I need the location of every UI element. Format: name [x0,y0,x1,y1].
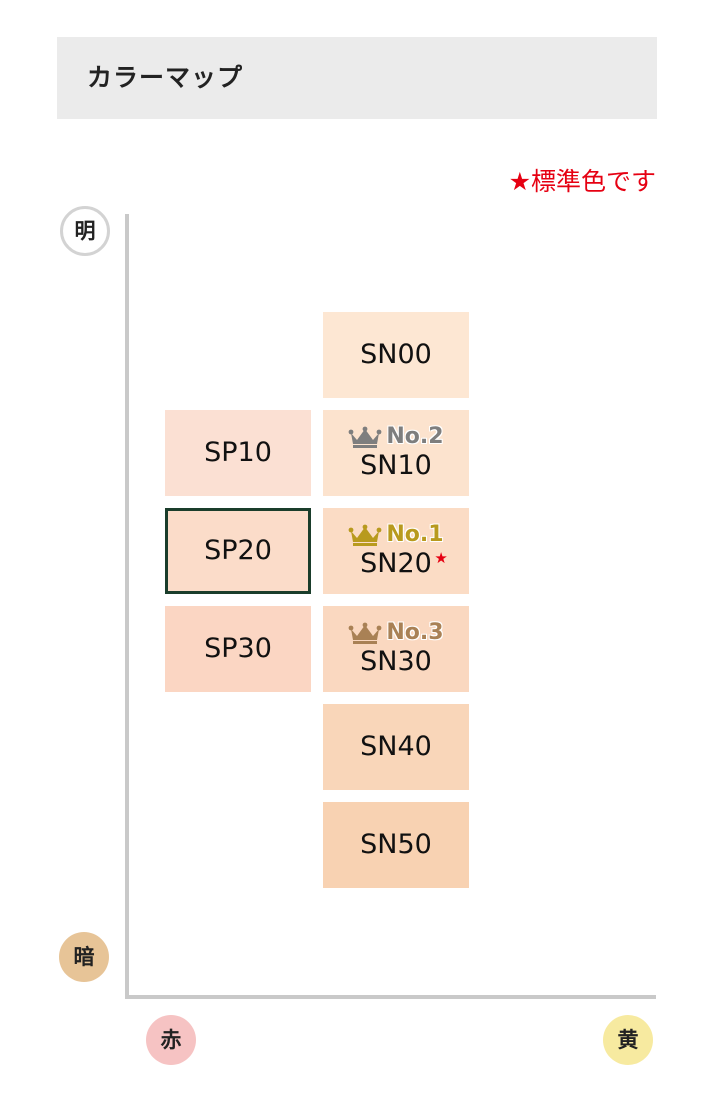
crown-icon [348,622,382,644]
brightness-axis [125,214,129,999]
swatch-sp20[interactable]: SP20 [165,508,311,594]
swatch-code-text: SN20 [360,548,432,579]
swatch-sn00[interactable]: SN00 [323,312,469,398]
axis-label-red: 赤 [146,1015,196,1065]
swatch-sn20[interactable]: No.1 SN20 ★ [323,508,469,594]
swatch-sn50[interactable]: SN50 [323,802,469,888]
hue-axis [125,995,656,999]
crown-icon [348,524,382,546]
swatch-sp10[interactable]: SP10 [165,410,311,496]
swatch-code: SP30 [204,633,272,664]
swatch-code: SN00 [360,339,432,370]
page-title: カラーマップ [87,63,244,92]
swatch-sn40[interactable]: SN40 [323,704,469,790]
standard-star-icon: ★ [434,549,448,567]
swatch-code: SN50 [360,829,432,860]
swatch-code: SN30 [360,646,432,677]
swatch-code: SN20 ★ [360,548,448,579]
rank-badge: No.3 [348,620,444,645]
swatch-code: SP10 [204,437,272,468]
header-bar: カラーマップ [57,37,657,119]
axis-label-yellow: 黄 [603,1015,653,1065]
rank-badge: No.1 [348,522,444,547]
swatch-code: SN10 [360,450,432,481]
rank-text: No.3 [386,620,444,645]
rank-badge: No.2 [348,424,444,449]
swatch-sn30[interactable]: No.3 SN30 [323,606,469,692]
rank-text: No.1 [386,522,444,547]
swatch-sp30[interactable]: SP30 [165,606,311,692]
swatch-sn10[interactable]: No.2 SN10 [323,410,469,496]
swatch-code: SN40 [360,731,432,762]
axis-label-bright: 明 [60,206,110,256]
crown-icon [348,426,382,448]
axis-label-dark: 暗 [59,932,109,982]
standard-color-note: ★標準色です [508,167,656,196]
rank-text: No.2 [386,424,444,449]
swatch-code: SP20 [204,535,272,566]
